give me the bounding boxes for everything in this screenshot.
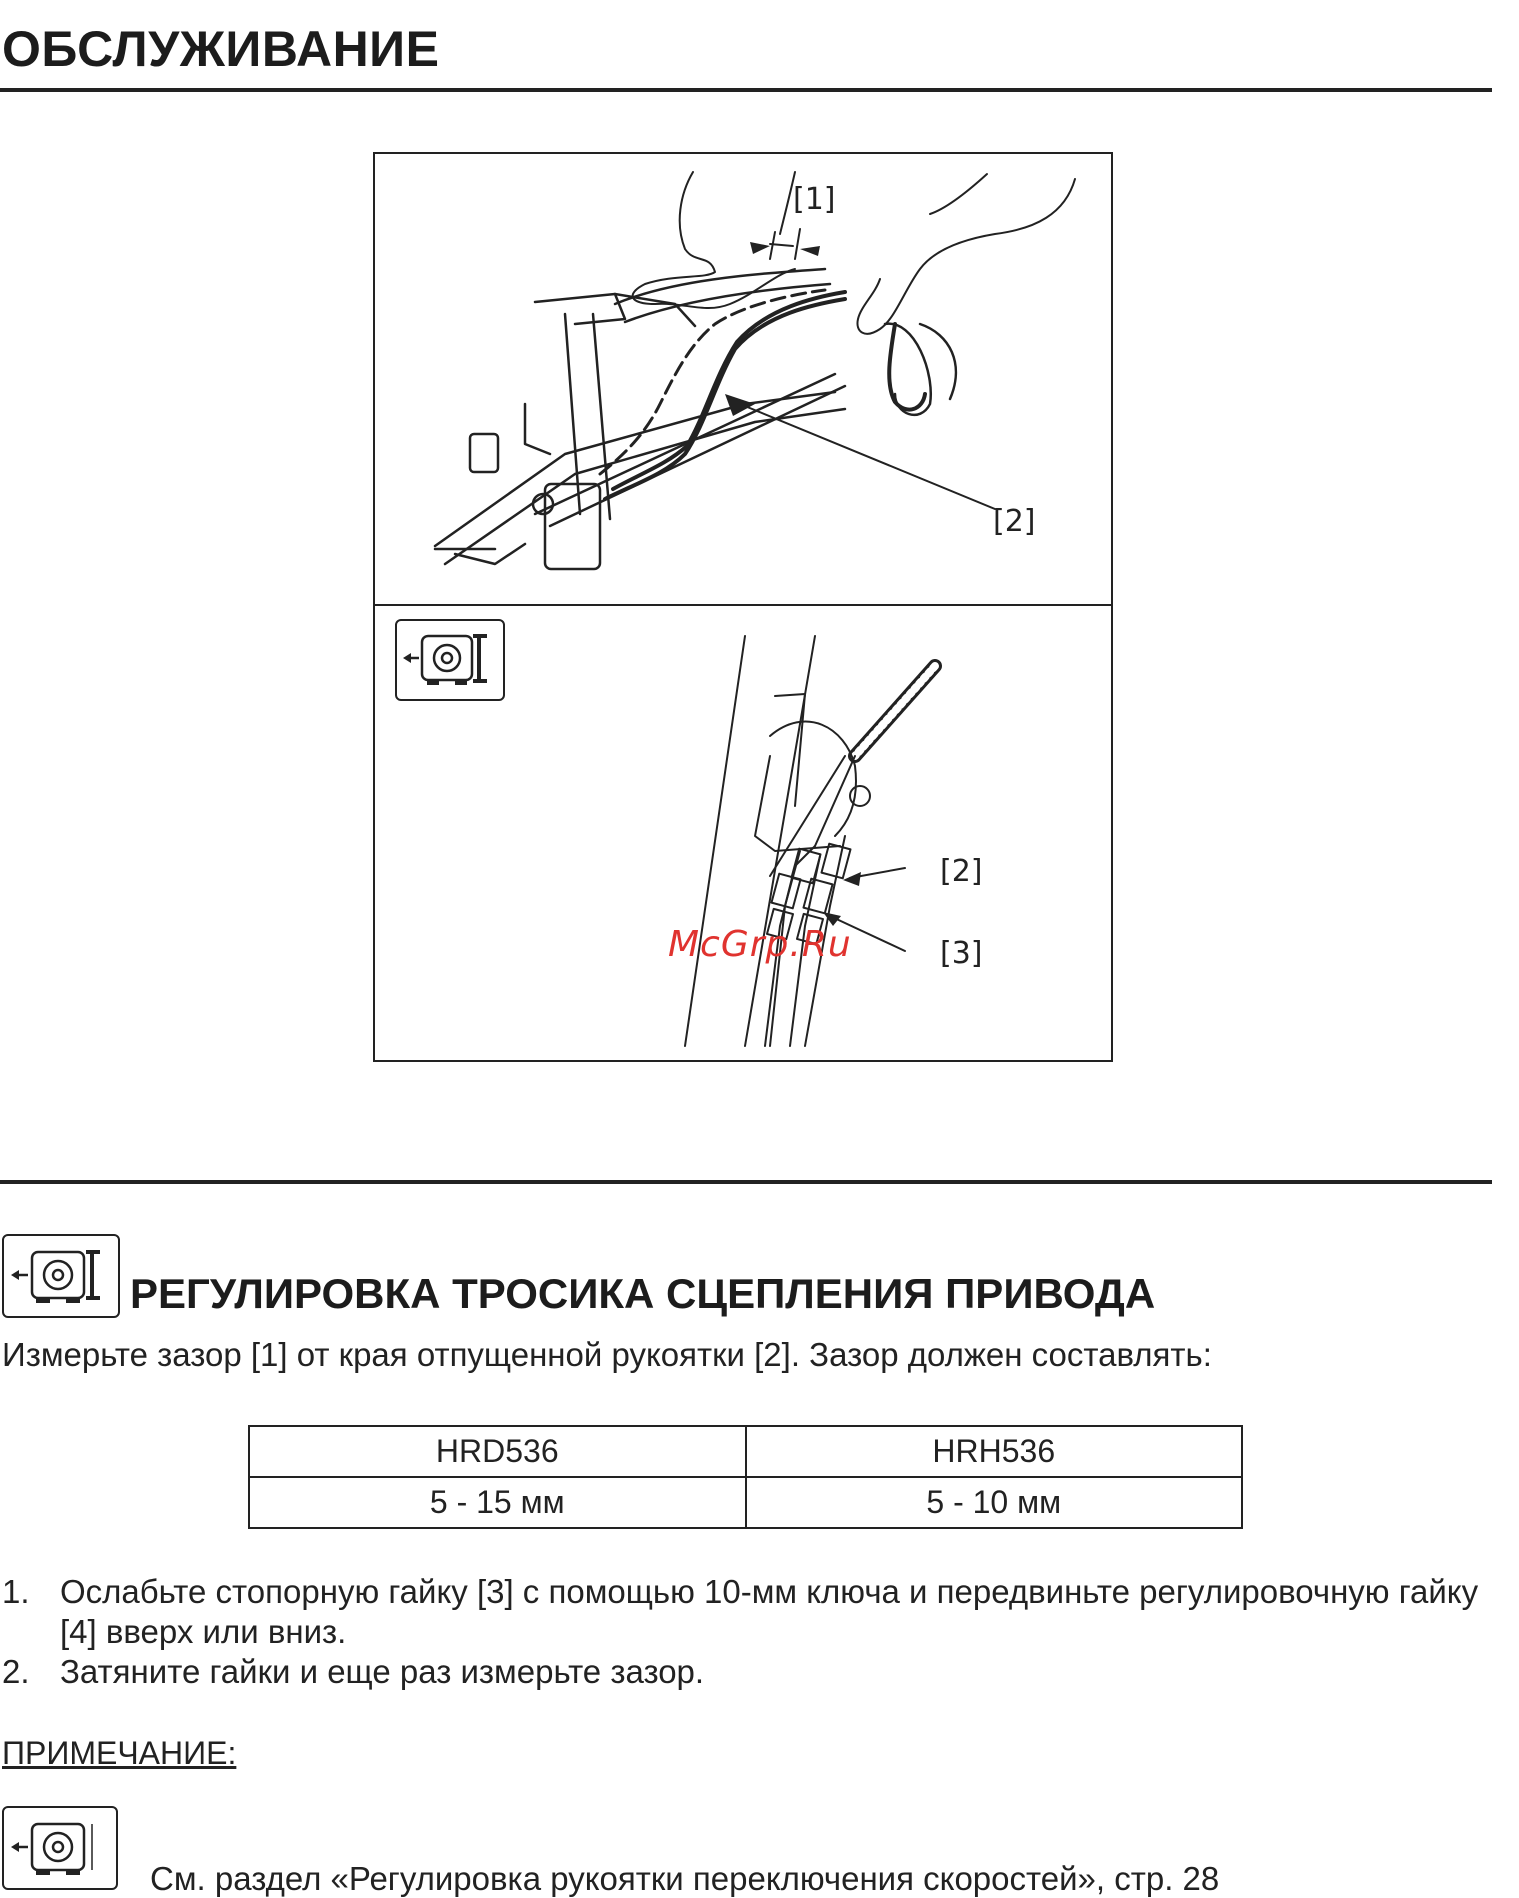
table-cell-hrh536: 5 - 10 мм: [744, 1476, 1243, 1529]
step-number: 1.: [2, 1573, 30, 1610]
section-rule: [0, 1180, 1492, 1184]
table-row: 5 - 15 мм 5 - 10 мм: [248, 1476, 1243, 1529]
watermark: McGrp.Ru: [668, 924, 852, 965]
label-gap: [1]: [793, 182, 836, 217]
table-cell-hrd536: 5 - 15 мм: [248, 1476, 747, 1529]
header-rule: [0, 88, 1492, 92]
cable-adjuster-drawing: [684, 635, 942, 1047]
list-item: 1. Ослабьте стопорную гайку [3] с помощь…: [2, 1572, 1517, 1652]
list-item: 2. Затяните гайки и еще раз измерьте заз…: [2, 1652, 1517, 1692]
page-title: ОБСЛУЖИВАНИЕ: [2, 21, 440, 77]
note-title: ПРИМЕЧАНИЕ:: [2, 1735, 237, 1771]
mower-drive-icon: [395, 619, 505, 701]
mower-drive-icon: [2, 1806, 118, 1890]
note-text: См. раздел «Регулировка рукоятки переклю…: [150, 1860, 1220, 1897]
step-text: Затяните гайки и еще раз измерьте зазор.: [60, 1653, 705, 1690]
handle-cable-drawing: [433, 171, 1076, 571]
step-number: 2.: [2, 1653, 30, 1690]
label-handle-bottom: [2]: [940, 854, 983, 889]
steps-list: 1. Ослабьте стопорную гайку [3] с помощь…: [2, 1572, 1517, 1692]
illustration-divider: [375, 604, 1111, 606]
table-header-hrh536: HRH536: [744, 1425, 1243, 1478]
label-handle-top: [2]: [993, 504, 1036, 539]
mower-drive-icon: [2, 1234, 120, 1318]
illustration-frame: [1] [2]: [373, 152, 1113, 1062]
label-locknut: [3]: [940, 936, 983, 971]
table-header-row: HRD536 HRH536: [248, 1425, 1243, 1478]
step-text: Ослабьте стопорную гайку [3] с помощью 1…: [60, 1573, 1479, 1650]
gap-spec-table: HRD536 HRH536 5 - 15 мм 5 - 10 мм: [248, 1425, 1243, 1529]
section-intro: Измерьте зазор [1] от края отпущенной ру…: [2, 1336, 1212, 1373]
section-title: РЕГУЛИРОВКА ТРОСИКА СЦЕПЛЕНИЯ ПРИВОДА: [130, 1270, 1156, 1317]
table-header-hrd536: HRD536: [248, 1425, 747, 1478]
